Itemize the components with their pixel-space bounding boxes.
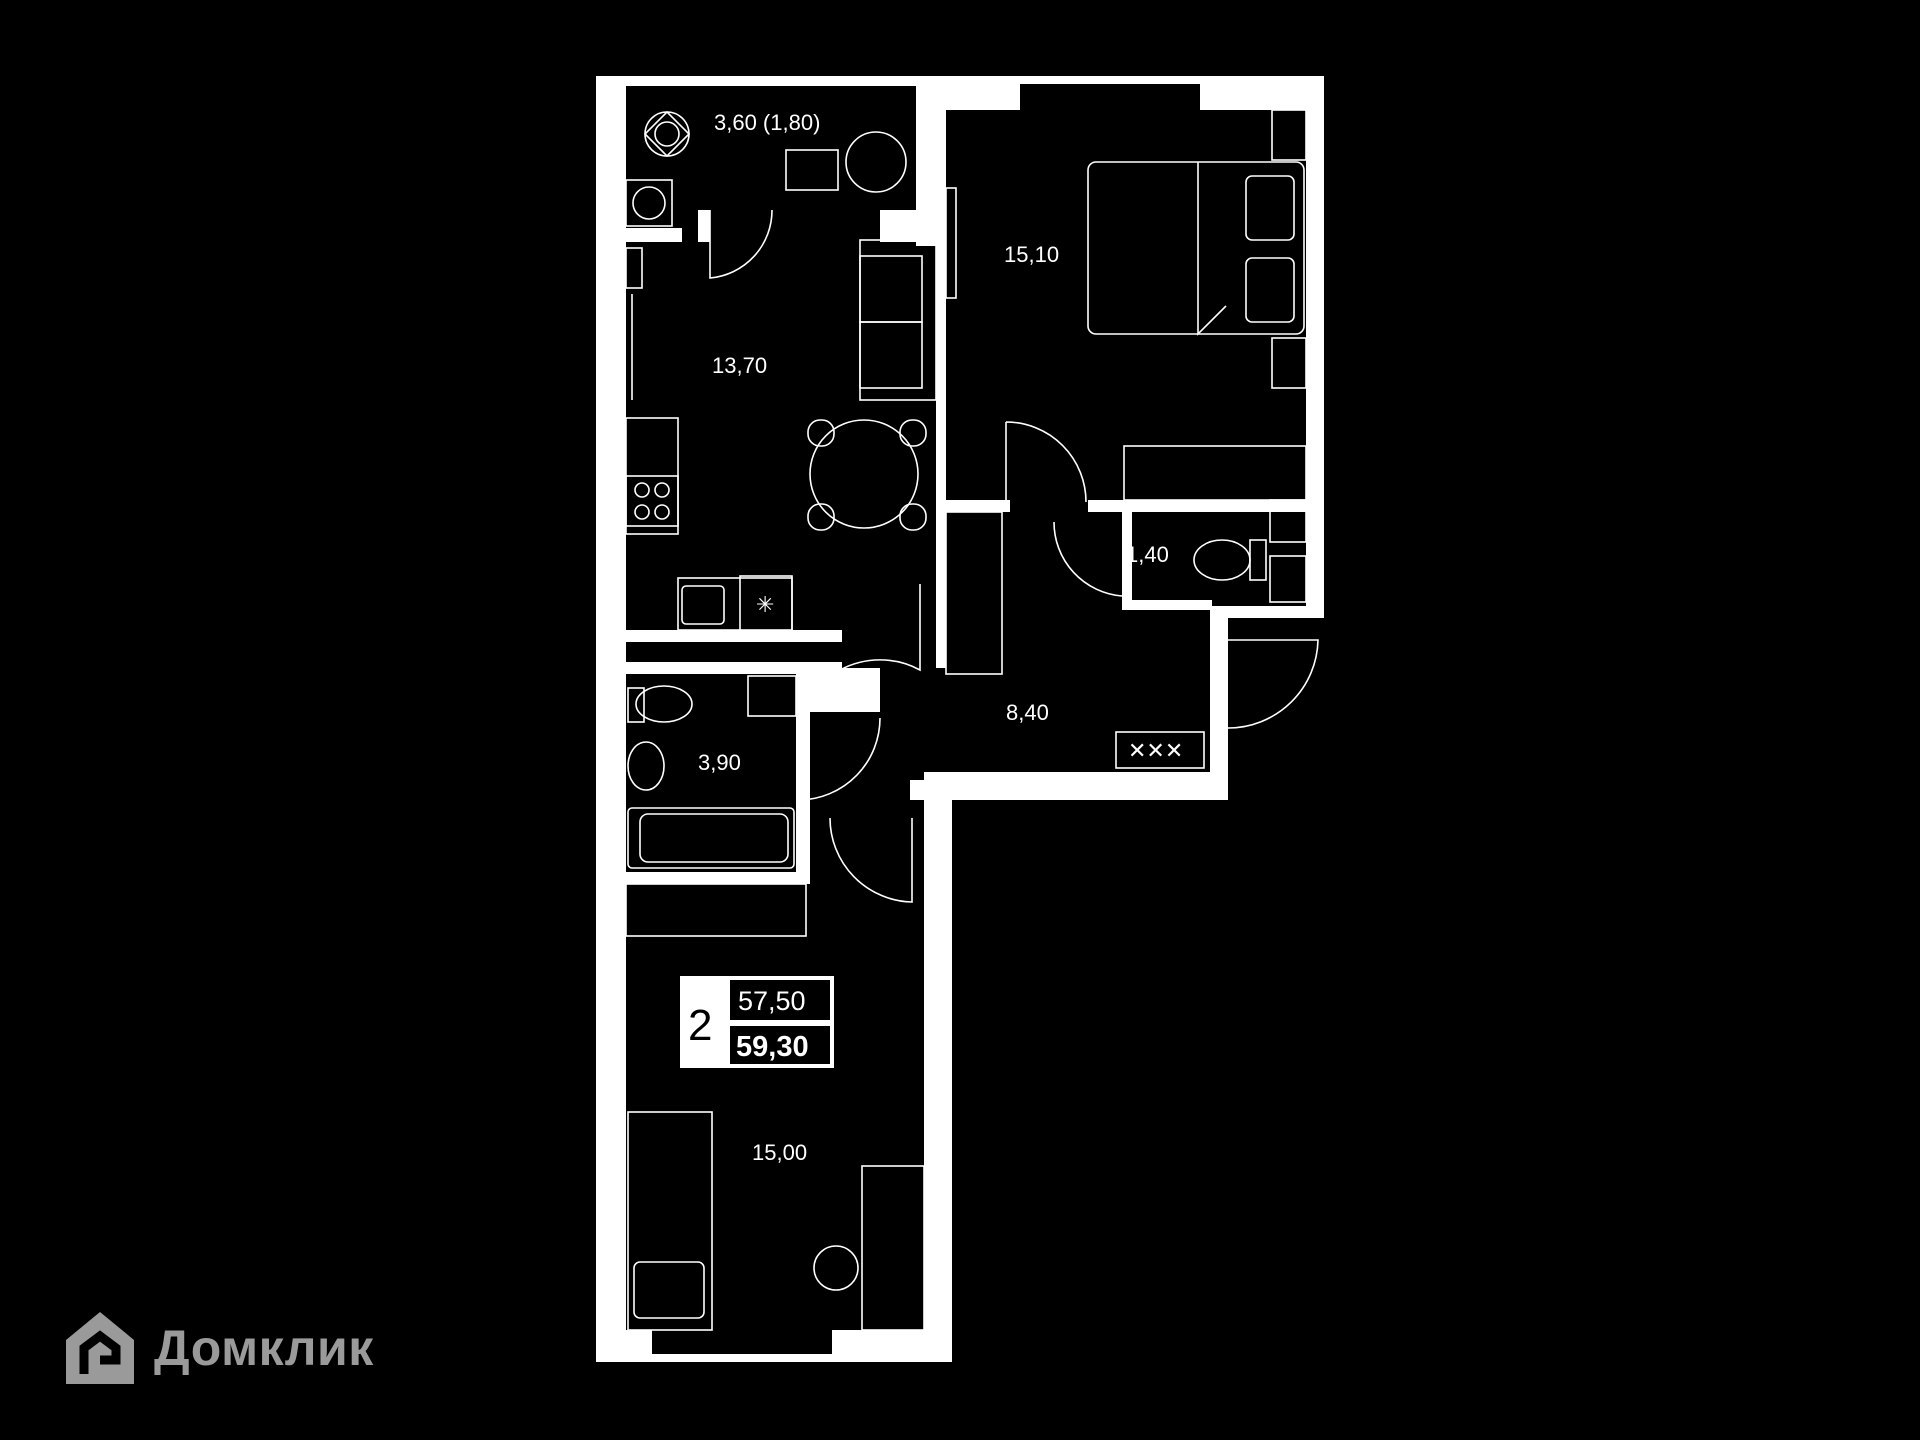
balcony-table [785, 149, 839, 191]
desk-chair [813, 1245, 859, 1291]
hall-wardrobe [945, 511, 1003, 675]
svg-text:✳: ✳ [756, 592, 774, 617]
total-area: 59,30 [736, 1031, 809, 1063]
walls [596, 76, 1324, 1362]
stove-icon [625, 475, 679, 527]
room-area-bedroom1: 15,10 [1004, 242, 1059, 267]
room-area-kitchen: 13,70 [712, 353, 767, 378]
radiator-icon: ✕✕✕ [1115, 731, 1205, 769]
bath-toilet-icon [627, 685, 693, 723]
room-area-bedroom2: 15,00 [752, 1140, 807, 1165]
desk [861, 1165, 925, 1331]
living-area: 57,50 [738, 986, 806, 1016]
double-bed [1087, 161, 1305, 336]
toilet-icon [1193, 539, 1267, 581]
room-count: 2 [688, 1001, 712, 1050]
balcony-chair [845, 131, 907, 193]
dining-table [807, 419, 927, 531]
plant-icon [643, 110, 691, 158]
washer [625, 179, 673, 227]
house-logo-icon [66, 1312, 134, 1384]
furniture: ✳ [625, 109, 1319, 1331]
room-area-wc: 1,40 [1126, 542, 1169, 567]
sofa [859, 239, 937, 401]
room-labels: 3,60 (1,80) 13,70 15,10 1,40 8,40 3,90 1… [698, 110, 1169, 1165]
room-area-balcony: 3,60 (1,80) [714, 110, 820, 135]
kitchen-sink [681, 585, 725, 625]
single-bed [627, 1111, 713, 1331]
area-summary-badge: 2 57,50 59,30 [680, 976, 834, 1068]
bathtub-icon [627, 807, 795, 869]
domclick-watermark: Домклик [64, 1310, 374, 1386]
watermark-text: Домклик [154, 1320, 374, 1376]
room-area-hall: 8,40 [1006, 700, 1049, 725]
bath-sink-icon [627, 741, 665, 791]
svg-text:✕✕✕: ✕✕✕ [1128, 738, 1183, 763]
room-area-bathroom: 3,90 [698, 750, 741, 775]
